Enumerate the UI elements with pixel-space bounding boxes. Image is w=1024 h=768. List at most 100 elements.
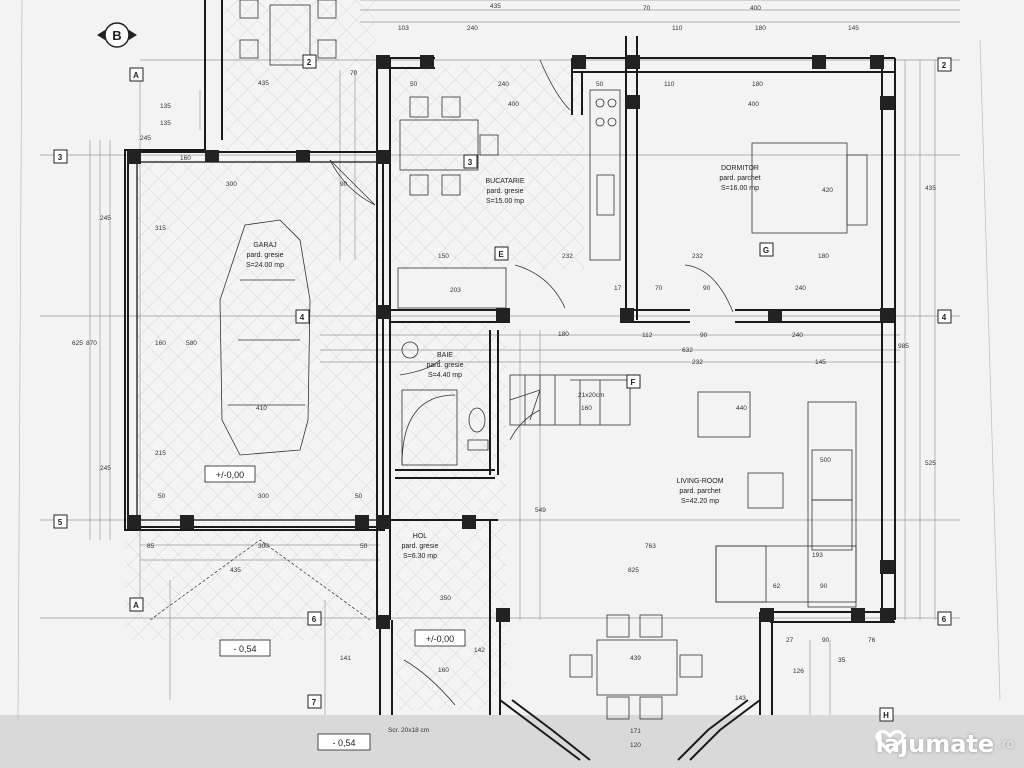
room-finish: pard. parchet [679,488,720,495]
outside-bottom-level-label: - 0,54 [332,738,355,748]
dimension-label: 160 [155,340,166,347]
dimension-label: 870 [86,340,97,347]
doors [329,59,734,706]
dimension-label: 232 [562,253,573,260]
room-finish: pard. gresie [427,362,464,369]
garage-level-label: +/-0,00 [216,470,244,480]
dimension-label: 580 [186,340,197,347]
dimension-label: 150 [438,253,449,260]
dimension-label: 525 [925,460,936,467]
step-note: Scr. 20x18 cm [388,727,429,734]
dimension-label: 180 [755,25,766,32]
dimension-label: 245 [100,215,111,222]
dims-living: 112 90 240 632 232 145 440 500 193 62 90… [535,331,831,590]
dimension-label: 126 [793,668,804,675]
dimension-label: 135 [160,103,171,110]
heart-logo-icon [875,730,906,754]
dimension-label: 85 [147,543,155,550]
dimension-label: 232 [692,253,703,260]
furniture [219,0,868,720]
dimension-label: 50 [410,81,418,88]
dims-garage: 300 410 300 50 50 245 215 160 315 580 62… [72,181,363,500]
dimension-label: 50 [596,81,604,88]
dimension-label: 180 [752,81,763,88]
dimension-label: 240 [467,25,478,32]
axis-tag-4-right: 4 [942,313,947,322]
axis-tag-5-left: 5 [58,518,63,527]
axis-tag-F: F [631,378,636,387]
room-finish: pard. parchet [719,175,760,182]
dimension-label: 110 [664,81,675,88]
dimension-label: 50 [360,543,368,550]
dimension-label: 410 [256,405,267,412]
garage-level-box [204,465,256,483]
axis-tag-7-left: 7 [312,698,317,707]
dimension-label: 825 [628,567,639,574]
axis-tag-A-bottom: A [133,601,139,610]
axis-tag-2-top: 2 [307,58,312,67]
dimension-label: 110 [672,25,683,32]
room-living: LIVING-ROOM pard. parchet S=42.20 mp [676,478,723,505]
room-finish: pard. gresie [487,188,524,195]
dimension-label: 440 [736,405,747,412]
dimension-label: 145 [848,25,859,32]
axis-tag-H: H [883,711,889,720]
room-dormitor: DORMITOR pard. parchet S=16.00 mp [719,165,760,192]
axis-tag-4-garage: 4 [300,313,305,322]
dimension-label: 180 [818,253,829,260]
dimension-label: 90 [700,332,708,339]
dimension-label: 400 [748,101,759,108]
axis-tags [53,54,952,722]
dimension-label: 763 [645,543,656,550]
dims-right: 435 525 985 [898,185,936,467]
dimension-label: 70 [655,285,663,292]
dimension-label: 435 [230,567,241,574]
dimension-label: 142 [474,647,485,654]
outside-bottom-level-box [317,733,371,751]
dimension-label: 435 [258,80,269,87]
dimension-label: 90 [703,285,711,292]
dimension-label: 240 [498,81,509,88]
dimension-label: 35 [838,657,846,664]
room-name: HOL [413,533,428,540]
room-baie: BAIE pard. gresie S=4.40 mp [427,352,464,379]
room-area: S=24.00 mp [246,262,284,269]
dimension-label: 240 [795,285,806,292]
dimension-label: 240 [792,332,803,339]
dims-top: 435 240 110 180 145 103 70 400 [398,3,859,32]
dimension-label: 27 [786,637,794,644]
dimension-label: 70 [350,70,358,77]
dimension-label: 193 [812,552,823,559]
dimension-label: 435 [925,185,936,192]
dimension-label: 90 [340,181,348,188]
dimension-label: 400 [508,101,519,108]
dimension-label: 50 [355,493,363,500]
room-area: S=6.30 mp [403,553,437,560]
dimension-label: 232 [692,359,703,366]
dimension-label: 141 [340,655,351,662]
axis-tag-G: G [763,246,769,255]
room-area: S=4.40 mp [428,372,462,379]
dimension-label: 90 [820,583,828,590]
room-garaj: GARAJ pard. gresie S=24.00 mp [246,242,284,269]
dimension-label: 400 [750,5,761,12]
room-hol: HOL pard. gresie S=6.30 mp [402,533,439,560]
dimension-label: 215 [155,450,166,457]
axis-tag-6-right: 6 [942,615,947,624]
axis-tag-A-top: A [133,71,139,80]
dimension-label: 171 [630,728,641,735]
dims-lower: 85 300 435 435 50 143 439 171 120 126 27… [147,80,876,749]
dimension-label: 203 [450,287,461,294]
dimension-label: 62 [773,583,781,590]
room-name: BAIE [437,352,453,359]
dimension-label: 300 [258,543,269,550]
dimension-label: 143 [735,695,746,702]
stairs [509,374,631,426]
dims-bedroom: 50 110 180 400 232 180 240 90 420 [596,81,833,292]
room-finish: pard. gresie [402,543,439,550]
dimension-label: 70 [643,5,651,12]
dimension-label: 145 [815,359,826,366]
dimension-label: 135 [160,120,171,127]
